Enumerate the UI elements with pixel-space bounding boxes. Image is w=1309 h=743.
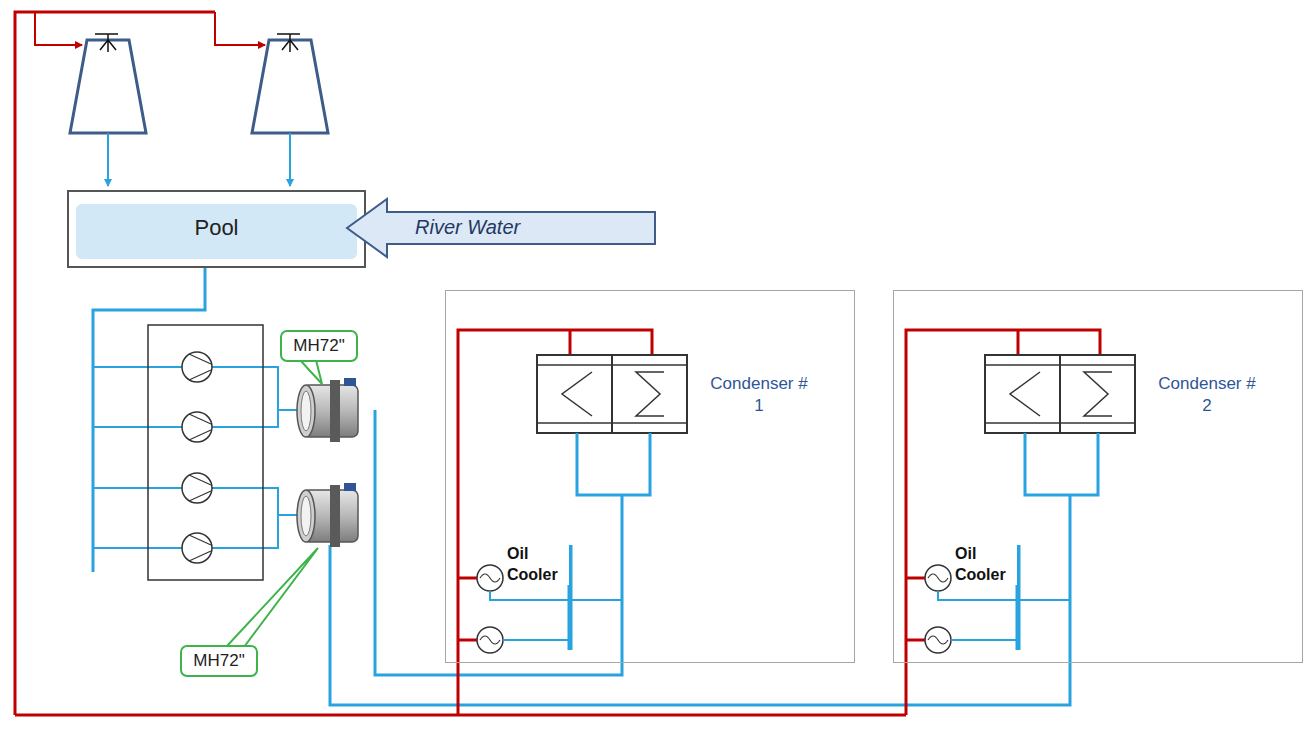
node-label: Oil Cooler (507, 543, 569, 585)
pump-rack (148, 325, 263, 580)
callout-label: MH72" (280, 330, 358, 362)
node-label: Oil Cooler (955, 543, 1017, 585)
node-label: MH72" (193, 651, 244, 671)
cold-water-pipe (93, 367, 182, 548)
condenser-assembly (458, 330, 687, 715)
cooling-tower (70, 34, 328, 133)
butterfly-valve (301, 496, 311, 536)
hot-water-pipe (15, 714, 906, 717)
oil-cooler: Oil Cooler (507, 543, 569, 591)
callout-tail (226, 548, 318, 647)
pump-rack (182, 473, 212, 503)
pump-rack (189, 354, 211, 561)
pump-rack (182, 412, 212, 442)
hot-water-pipe (35, 12, 82, 45)
butterfly-valve (344, 378, 356, 386)
cooling-tower (252, 40, 328, 133)
butterfly-valve (297, 490, 315, 542)
butterfly-valve (344, 483, 356, 491)
node-label: Condenser # 2 (1152, 373, 1262, 417)
inflow-arrow: River Water (345, 197, 657, 259)
butterfly-valve (330, 380, 340, 442)
butterfly-valve (301, 391, 311, 431)
cooling-tower (70, 40, 146, 133)
cold-water-pipe (289, 133, 291, 186)
node-label: MH72" (293, 336, 344, 356)
hot-water-pipe (15, 12, 215, 715)
pump-rack (182, 352, 212, 563)
callout-label: MH72" (180, 645, 258, 677)
callout-tail (226, 360, 322, 647)
hot-water-pipe (15, 12, 906, 715)
pool-box: Pool (67, 190, 366, 268)
cold-water-pipe (212, 367, 303, 427)
cold-water-pipe (107, 133, 109, 186)
condenser-box: Condenser # 2 Oil Cooler (893, 290, 1303, 663)
pump-rack (182, 533, 212, 563)
hot-water-pipe (215, 12, 265, 45)
cold-water-pipe (212, 488, 303, 548)
callout-tail (300, 360, 322, 384)
oil-cooler: Oil Cooler (955, 543, 1017, 591)
cooling-tower (277, 34, 300, 52)
node-label: Pool (69, 214, 364, 242)
cooling-tower (95, 34, 118, 52)
pump-rack (182, 352, 212, 382)
arrow-outline (347, 199, 655, 257)
butterfly-valve (297, 385, 315, 437)
node-label: Condenser # 1 (704, 373, 814, 417)
condenser-box: Condenser # 1 Oil Cooler (445, 290, 855, 663)
butterfly-valve (330, 485, 340, 547)
condenser-assembly (458, 330, 1135, 715)
condenser-assembly (906, 330, 1135, 715)
node-label: River Water (415, 215, 520, 239)
butterfly-valve (297, 378, 358, 547)
pump-rack (148, 325, 263, 580)
